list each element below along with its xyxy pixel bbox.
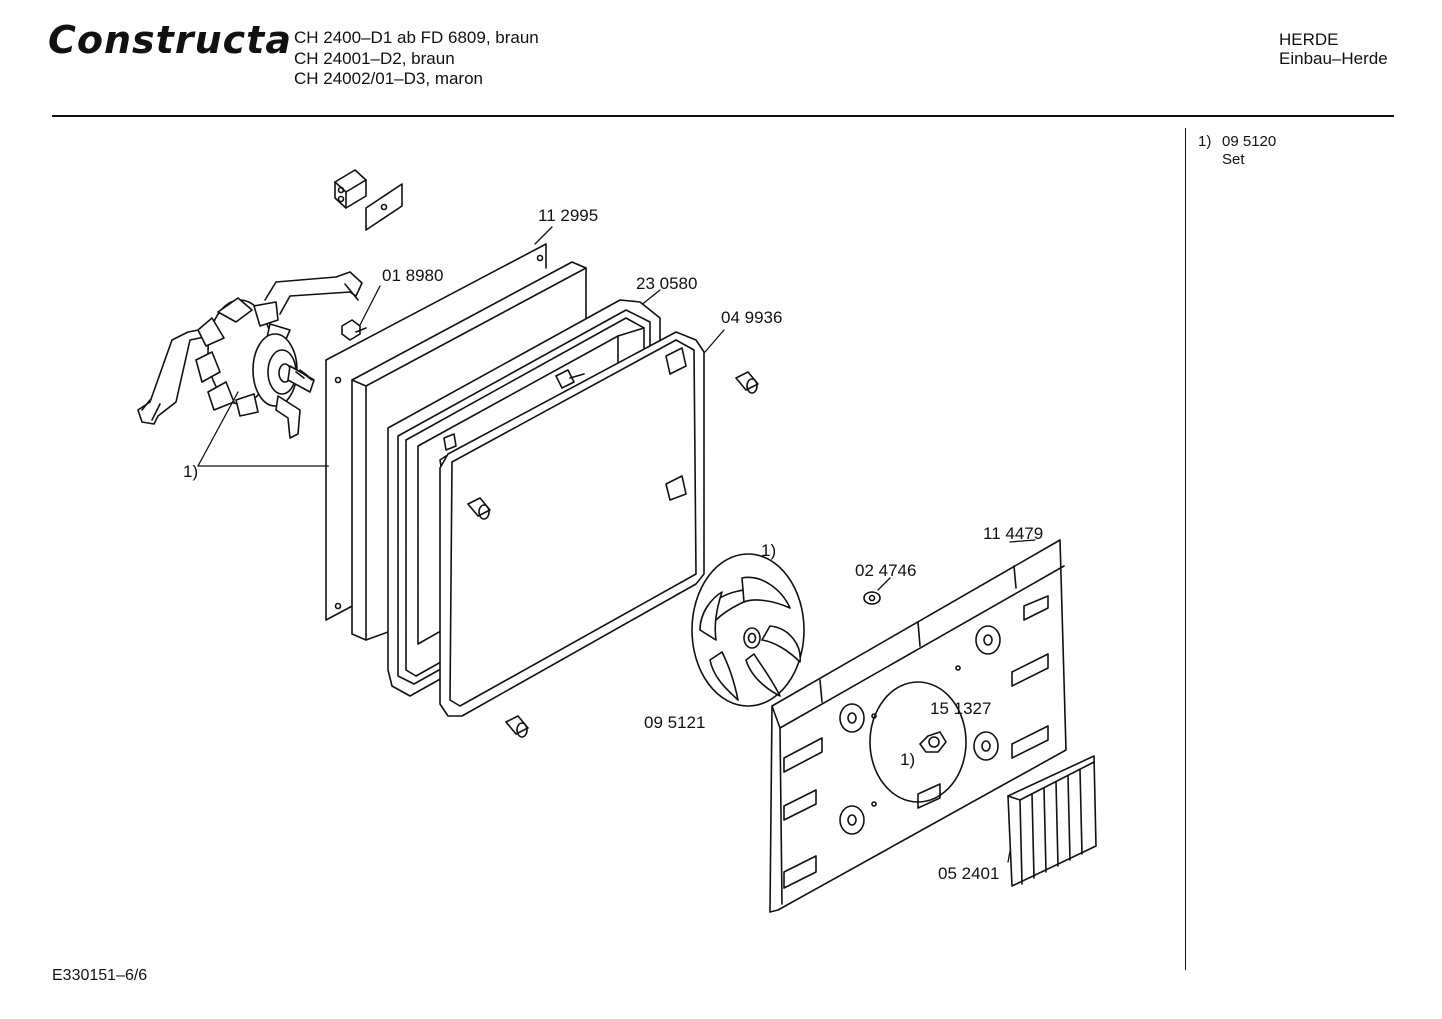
label-part-049936: 04 9936 xyxy=(721,308,782,327)
circulation-fan-icon xyxy=(691,553,805,707)
label-part-024746: 02 4746 xyxy=(855,561,916,580)
rear-panel-icon xyxy=(769,539,1067,913)
peg-icon xyxy=(467,371,759,738)
label-part-095121: 09 5121 xyxy=(644,713,705,732)
brand-logo: Constructa xyxy=(48,18,292,62)
door-gasket-icon xyxy=(439,331,705,717)
category-block: HERDE Einbau–Herde xyxy=(1279,30,1388,68)
label-ref-1-left: 1) xyxy=(183,462,198,481)
label-part-112995: 11 2995 xyxy=(538,206,598,225)
label-ref-1-nut: 1) xyxy=(900,750,915,769)
grille-icon xyxy=(1007,755,1097,887)
sidebar-divider xyxy=(1185,128,1186,970)
label-ref-1-fan: 1) xyxy=(761,541,776,560)
terminal-block-icon xyxy=(334,169,403,231)
document-code: E330151–6/6 xyxy=(52,967,148,984)
footnote-part-number: 09 5120 xyxy=(1222,133,1277,150)
model-line-2: CH 24001–D2, braun xyxy=(294,48,455,68)
model-line-1: CH 2400–D1 ab FD 6809, braun xyxy=(294,28,539,47)
label-part-052401: 05 2401 xyxy=(938,864,999,883)
label-part-151327: 15 1327 xyxy=(930,699,991,718)
footnote-description: Set xyxy=(1222,151,1245,168)
label-part-114479: 11 4479 xyxy=(983,524,1043,543)
model-list: CH 2400–D1 ab FD 6809, braun CH 24001–D2… xyxy=(294,28,539,90)
nut-icon xyxy=(863,591,881,605)
model-line-3: CH 24002/01–D3, maron xyxy=(294,69,484,88)
label-part-018980: 01 8980 xyxy=(382,266,443,285)
footnote-panel: 1) 09 5120 Set xyxy=(1198,133,1276,169)
header-divider xyxy=(52,115,1394,117)
category-title: HERDE xyxy=(1279,30,1339,49)
category-subtitle: Einbau–Herde xyxy=(1279,49,1388,68)
footnote-number: 1) xyxy=(1198,133,1212,150)
screw-icon xyxy=(341,319,367,341)
label-part-230580: 23 0580 xyxy=(636,274,697,293)
fan-motor-icon xyxy=(137,271,363,439)
